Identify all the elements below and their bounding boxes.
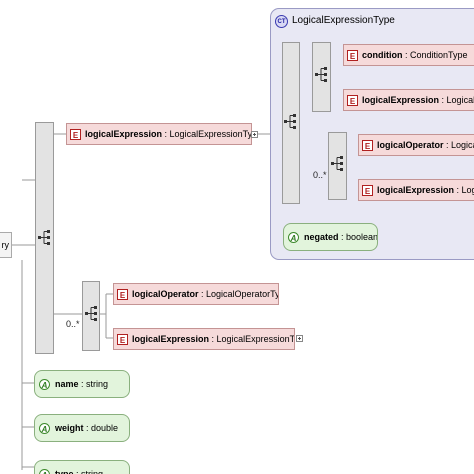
sequence-icon (38, 230, 50, 245)
attribute-type: double (91, 423, 119, 433)
attribute-type[interactable]: Atype : string (34, 460, 130, 474)
element-name: logicalOperator (377, 140, 444, 150)
type-separator: : (439, 95, 447, 105)
attribute-badge-icon: A (288, 232, 299, 244)
type-separator: : (443, 140, 452, 150)
sequence-icon (315, 67, 327, 82)
element-name: logicalExpression (377, 185, 455, 195)
expand-plus-icon[interactable] (296, 335, 303, 342)
element-badge-icon: E (362, 140, 373, 152)
element-badge-icon: E (70, 129, 81, 141)
complex-type-title: LogicalExpressionType (292, 15, 395, 26)
ct-sequence-compositor[interactable] (282, 42, 300, 204)
attribute-name-label: name (55, 379, 79, 389)
multiplicity-label: 0..* (313, 170, 327, 180)
element-type: LogicalOperatorType (451, 140, 474, 150)
type-separator: : (83, 423, 92, 433)
attribute-name-label: type (55, 469, 74, 474)
element-type: LogicalOperatorType (206, 289, 278, 299)
attribute-type: boolean (346, 232, 378, 242)
attribute-type: string (86, 379, 109, 389)
attribute-badge-icon: A (39, 469, 50, 474)
element-type: LogicalExpressionType (446, 95, 474, 105)
attribute-name-label: weight (55, 423, 84, 433)
element-name: logicalExpression (362, 95, 440, 105)
attribute-badge-icon: A (39, 379, 50, 391)
element-badge-icon: E (362, 185, 373, 197)
parent-element-stub[interactable]: ry (0, 232, 12, 258)
multiplicity-label: 0..* (66, 319, 80, 329)
type-separator: : (78, 379, 87, 389)
type-separator: : (338, 232, 347, 242)
sequence-icon (85, 306, 97, 321)
element-badge-icon: E (117, 289, 128, 301)
type-separator: : (73, 469, 82, 474)
attribute-badge-icon: A (39, 423, 50, 435)
element-badge-icon: E (347, 95, 358, 107)
type-separator: : (402, 50, 411, 60)
element-name: condition (362, 50, 403, 60)
type-separator: : (162, 129, 170, 139)
type-separator: : (209, 334, 217, 344)
element-type: ConditionType (410, 50, 468, 60)
parent-element-stub-text: ry (1, 240, 10, 250)
attribute-name-label: negated (304, 232, 339, 242)
element-type: LogicalExpressionType (461, 185, 474, 195)
complex-type-badge-icon: CT (275, 15, 288, 28)
element-name: logicalOperator (132, 289, 199, 299)
expand-plus-icon[interactable] (251, 131, 258, 138)
sequence-icon (331, 156, 343, 171)
element-type: LogicalExpressionType (216, 334, 295, 344)
sequence-icon (284, 114, 296, 129)
element-type: LogicalExpressionType (169, 129, 252, 139)
element-badge-icon: E (347, 50, 358, 62)
element-name: logicalExpression (132, 334, 210, 344)
type-separator: : (454, 185, 462, 195)
element-badge-icon: E (117, 334, 128, 346)
type-separator: : (198, 289, 207, 299)
attribute-type-value: string (81, 469, 104, 474)
element-name: logicalExpression (85, 129, 163, 139)
